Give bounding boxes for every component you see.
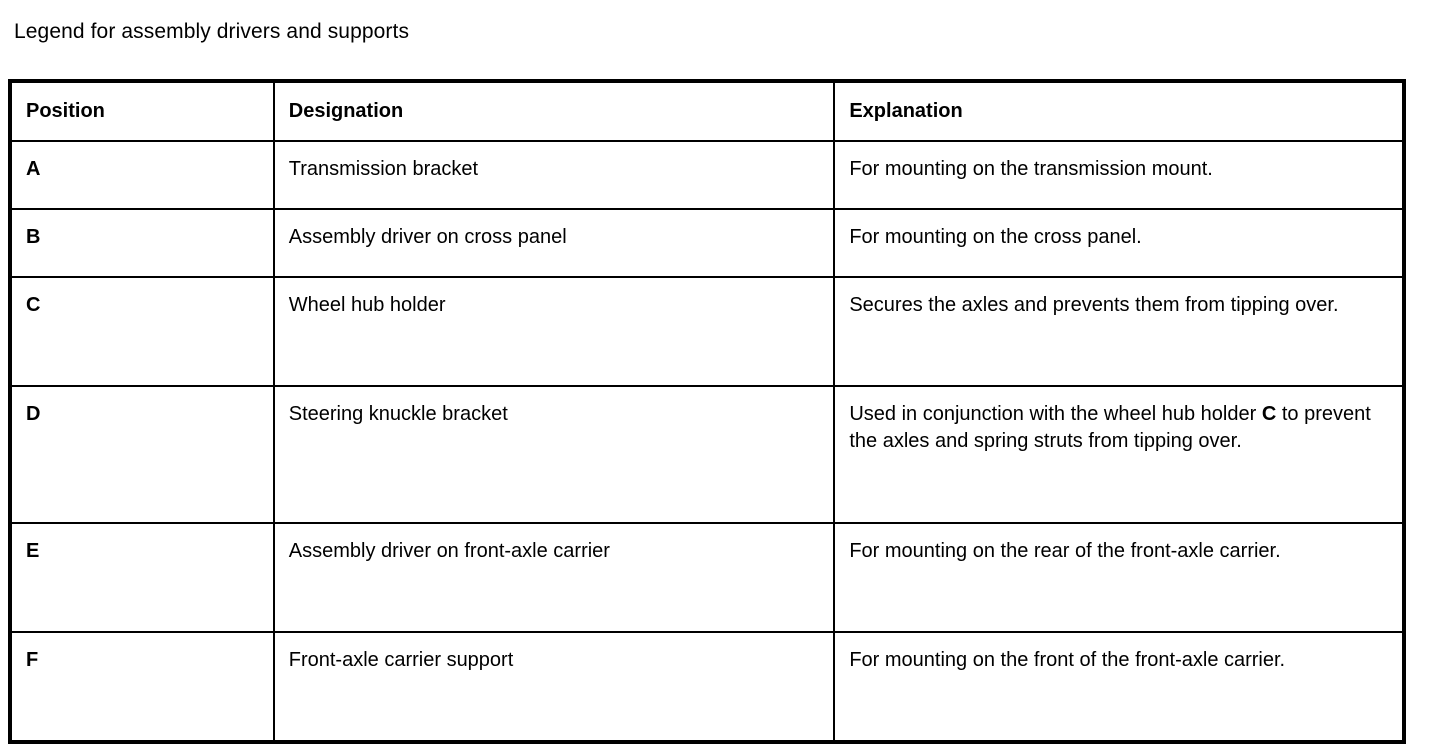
table-row: E Assembly driver on front-axle carrier …: [9, 522, 1405, 633]
cell-designation: Assembly driver on cross panel: [272, 208, 836, 278]
cell-position: E: [9, 522, 275, 633]
page-title: Legend for assembly drivers and supports: [14, 20, 410, 43]
cell-position: F: [9, 631, 275, 743]
column-header-designation: Designation: [272, 80, 836, 142]
cell-explanation: For mounting on the cross panel.: [833, 208, 1405, 278]
cell-explanation: For mounting on the transmission mount.: [833, 140, 1405, 210]
explanation-text-before: Used in conjunction with the wheel hub h…: [849, 403, 1262, 425]
column-header-position: Position: [9, 80, 275, 142]
table-header-row: Position Designation Explanation: [9, 80, 1405, 142]
cell-explanation: Secures the axles and prevents them from…: [833, 276, 1405, 387]
document-page: Legend for assembly drivers and supports…: [8, 20, 1406, 744]
table-body: A Transmission bracket For mounting on t…: [9, 140, 1405, 743]
cell-explanation: For mounting on the front of the front-a…: [833, 631, 1405, 743]
cell-position: D: [9, 385, 275, 524]
cell-designation: Front-axle carrier support: [272, 631, 836, 743]
table-row: F Front-axle carrier support For mountin…: [9, 631, 1405, 743]
cell-position: A: [9, 140, 275, 210]
explanation-reference-c: C: [1261, 403, 1277, 425]
table-row: D Steering knuckle bracket Used in conju…: [9, 385, 1405, 524]
cell-designation: Transmission bracket: [272, 140, 836, 210]
table-row: C Wheel hub holder Secures the axles and…: [9, 276, 1405, 387]
cell-explanation: For mounting on the rear of the front-ax…: [833, 522, 1405, 633]
explanation-text-after: to prevent the axles and spring struts f…: [849, 403, 1371, 452]
cell-designation: Assembly driver on front-axle carrier: [272, 522, 836, 633]
cell-position: B: [9, 208, 275, 278]
column-header-explanation: Explanation: [833, 80, 1405, 142]
legend-table: Position Designation Explanation A Trans…: [8, 79, 1406, 744]
cell-designation: Steering knuckle bracket: [272, 385, 836, 524]
cell-explanation: Used in conjunction with the wheel hub h…: [833, 385, 1405, 524]
cell-position: C: [9, 276, 275, 387]
table-row: A Transmission bracket For mounting on t…: [9, 140, 1405, 210]
table-row: B Assembly driver on cross panel For mou…: [9, 208, 1405, 278]
cell-designation: Wheel hub holder: [272, 276, 836, 387]
table-header: Position Designation Explanation: [9, 80, 1405, 142]
